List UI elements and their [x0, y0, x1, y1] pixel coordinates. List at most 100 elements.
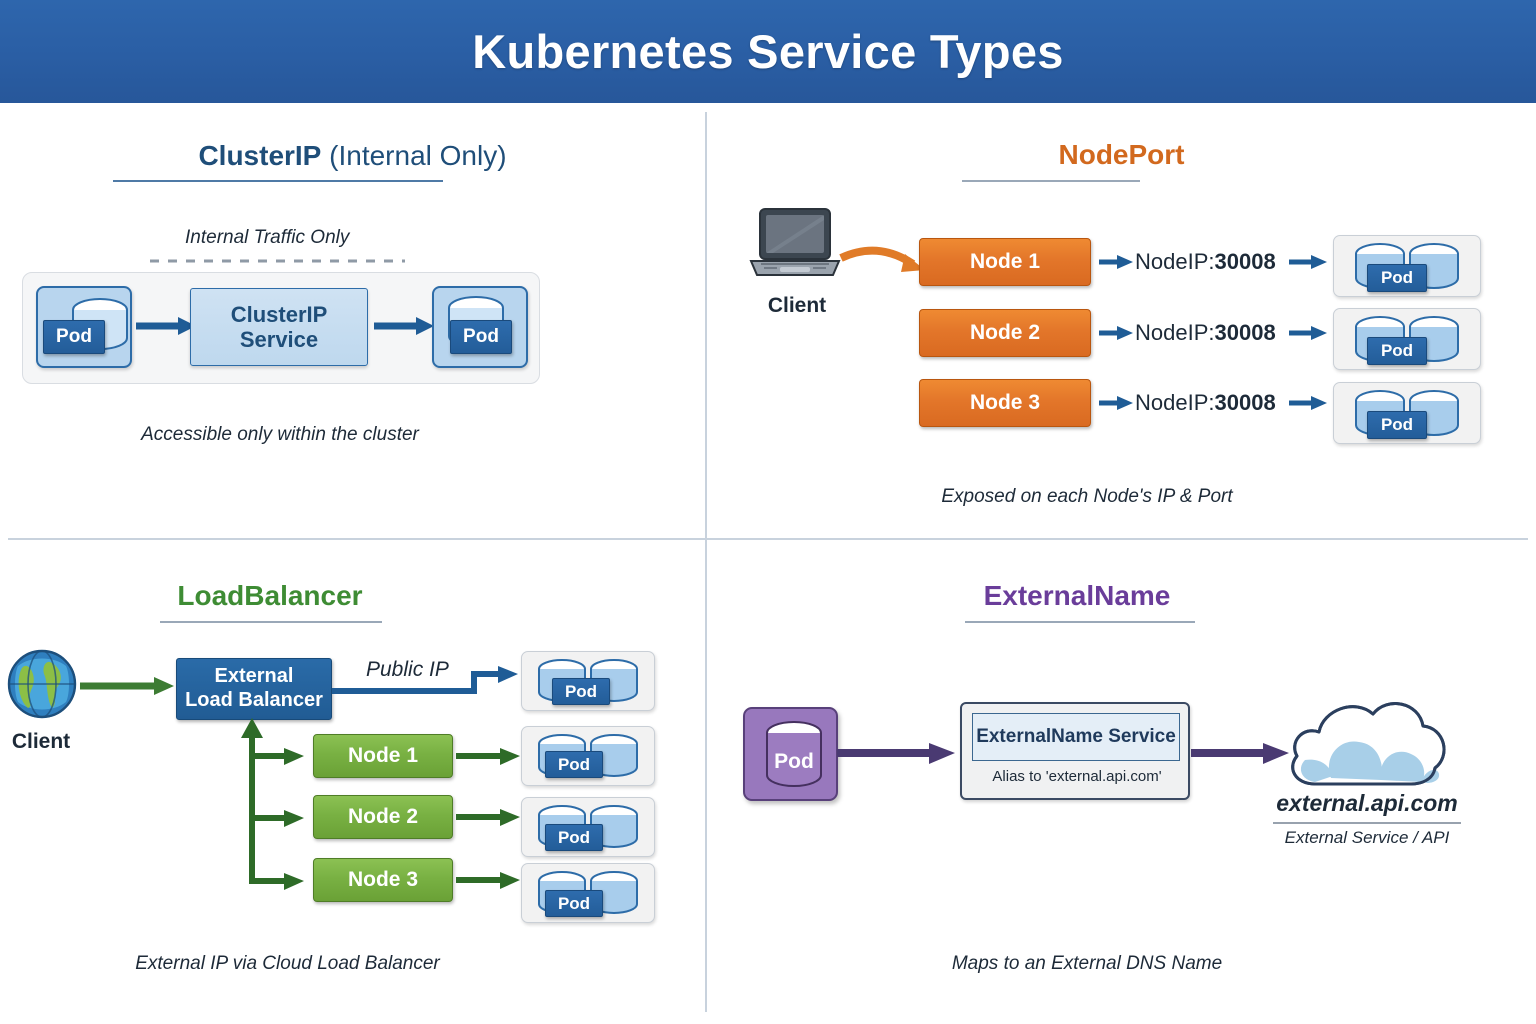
loadbalancer-node-label: Node 1 [347, 744, 418, 767]
loadbalancer-caption: External IP via Cloud Load Balancer [135, 953, 440, 974]
nodeport-arrow-label-to-pod [1289, 255, 1327, 269]
nodeport-connector-label: NodeIP:30008 [1135, 249, 1276, 275]
nodeport-caption: Exposed on each Node's IP & Port [941, 486, 1233, 507]
cloud-icon [1291, 702, 1446, 786]
loadbalancer-pod-label: Pod [557, 754, 591, 774]
nodeport-pod-label: Pod [1380, 341, 1414, 360]
externalname-domain-sub: External Service / API [1284, 828, 1450, 847]
externalname-arrow-pod-to-service [837, 743, 955, 764]
clusterip-service-label-1: ClusterIP [230, 301, 328, 327]
loadbalancer-green-bus [241, 718, 304, 890]
nodeport-connector-prefix: NodeIP: [1135, 390, 1215, 415]
loadbalancer-pod-badge: Pod [545, 890, 603, 917]
loadbalancer-node-label: Node 2 [347, 805, 418, 828]
quadrant-clusterip: ClusterIP (Internal Only) Internal Traff… [0, 112, 705, 538]
externalname-arrow-service-to-cloud [1191, 743, 1289, 764]
loadbalancer-top-pod-label: Pod [564, 681, 598, 701]
globe-icon [7, 649, 77, 719]
loadbalancer-top-pod-cylinder-icon [538, 659, 638, 702]
nodeport-arrow-label-to-pod [1289, 396, 1327, 410]
clusterip-title-main: ClusterIP [198, 140, 322, 171]
loadbalancer-pod-badge: Pod [545, 751, 603, 778]
vertical-divider [705, 112, 707, 1012]
nodeport-connector-prefix: NodeIP: [1135, 320, 1215, 345]
lb-label-line1: External [214, 665, 294, 688]
clusterip-title-sub: (Internal Only) [321, 140, 507, 171]
header-bar: Kubernetes Service Types [0, 0, 1536, 103]
loadbalancer-top-pod-badge: Pod [552, 678, 610, 705]
nodeport-pod-label: Pod [1380, 415, 1414, 434]
loadbalancer-title-rule [160, 621, 382, 623]
clusterip-right-pod-label: Pod [463, 326, 499, 347]
loadbalancer-arrow-node-to-pod [456, 872, 520, 889]
loadbalancer-pod-label: Pod [557, 893, 591, 913]
nodeport-node-label: Node 3 [969, 391, 1040, 414]
loadbalancer-title: LoadBalancer [0, 582, 540, 610]
nodeport-connector-prefix: NodeIP: [1135, 249, 1215, 274]
clusterip-arrow-pod-to-service [136, 317, 196, 335]
clusterip-dashed-line [150, 259, 405, 263]
nodeport-arrow-node-to-label [1099, 396, 1133, 410]
nodeport-title-main: NodePort [1058, 139, 1185, 170]
loadbalancer-arrow-node-to-pod [456, 809, 520, 826]
laptop-icon [749, 208, 841, 276]
nodeport-client-label: Client [767, 294, 827, 317]
externalname-service-inner-box: ExternalName Service [972, 713, 1180, 761]
externalname-domain-rule [1273, 822, 1461, 824]
loadbalancer-node-box[interactable]: Node 3 [313, 858, 453, 902]
nodeport-connector-port: 30008 [1214, 390, 1276, 415]
nodeport-pod-badge: Pod [1367, 411, 1427, 439]
loadbalancer-arrow-node-to-pod [456, 748, 520, 765]
clusterip-service-label-2: Service [239, 327, 319, 352]
externalname-title-rule [965, 621, 1195, 623]
clusterip-service-box: ClusterIP Service [190, 288, 368, 366]
external-load-balancer-box[interactable]: External Load Balancer [176, 658, 332, 720]
clusterip-title: ClusterIP (Internal Only) [0, 142, 705, 170]
nodeport-connector-port: 30008 [1214, 249, 1276, 274]
clusterip-left-pod-badge: Pod [43, 320, 105, 354]
nodeport-connector-label: NodeIP:30008 [1135, 390, 1276, 416]
nodeport-node-box[interactable]: Node 2 [919, 309, 1091, 357]
clusterip-right-pod-badge: Pod [450, 320, 512, 354]
nodeport-title-rule [962, 180, 1140, 182]
clusterip-left-pod-label: Pod [56, 326, 92, 347]
externalname-title-main: ExternalName [983, 580, 1171, 611]
loadbalancer-pod-label: Pod [557, 827, 591, 847]
loadbalancer-node-label: Node 3 [347, 868, 418, 891]
public-ip-label: Public IP [366, 658, 449, 681]
clusterip-caption: Accessible only within the cluster [141, 424, 419, 445]
externalname-domain: external.api.com [1276, 790, 1458, 816]
nodeport-arrow-node-to-label [1099, 255, 1133, 269]
svg-text:Pod: Pod [774, 750, 814, 773]
nodeport-connector-label: NodeIP:30008 [1135, 320, 1276, 346]
externalname-service-alias: Alias to 'external.api.com' [992, 768, 1162, 785]
page-title: Kubernetes Service Types [472, 25, 1064, 78]
loadbalancer-node-box[interactable]: Node 1 [313, 734, 453, 778]
nodeport-arrow-label-to-pod [1289, 326, 1327, 340]
loadbalancer-client-label: Client [11, 730, 71, 753]
externalname-pod-card: Pod [743, 707, 838, 801]
loadbalancer-node-box[interactable]: Node 2 [313, 795, 453, 839]
loadbalancer-client-arrow [80, 677, 174, 695]
nodeport-pod-badge: Pod [1367, 337, 1427, 365]
externalname-pod-cylinder-icon: Pod [766, 721, 822, 787]
nodeport-node-box[interactable]: Node 1 [919, 238, 1091, 286]
externalname-title: ExternalName [707, 582, 1447, 610]
loadbalancer-title-main: LoadBalancer [177, 580, 363, 611]
nodeport-connector-port: 30008 [1214, 320, 1276, 345]
loadbalancer-top-pod-card [521, 651, 655, 711]
nodeport-node-label: Node 2 [969, 321, 1040, 344]
externalname-service-title: ExternalName Service [976, 726, 1176, 747]
nodeport-node-box[interactable]: Node 3 [919, 379, 1091, 427]
lb-label-line2: Load Balancer [185, 689, 323, 711]
clusterip-arrow-service-to-pod [374, 317, 434, 335]
quadrant-loadbalancer: LoadBalancer Client External Load Balanc… [0, 540, 705, 1024]
externalname-caption: Maps to an External DNS Name [951, 953, 1223, 974]
nodeport-pod-label: Pod [1380, 268, 1414, 287]
nodeport-pod-badge: Pod [1367, 264, 1427, 292]
loadbalancer-public-ip-arrow [332, 666, 518, 694]
clusterip-title-rule [113, 180, 443, 182]
quadrant-externalname: ExternalName Pod ExternalName Service Al… [707, 540, 1536, 1024]
nodeport-node-label: Node 1 [969, 250, 1040, 273]
